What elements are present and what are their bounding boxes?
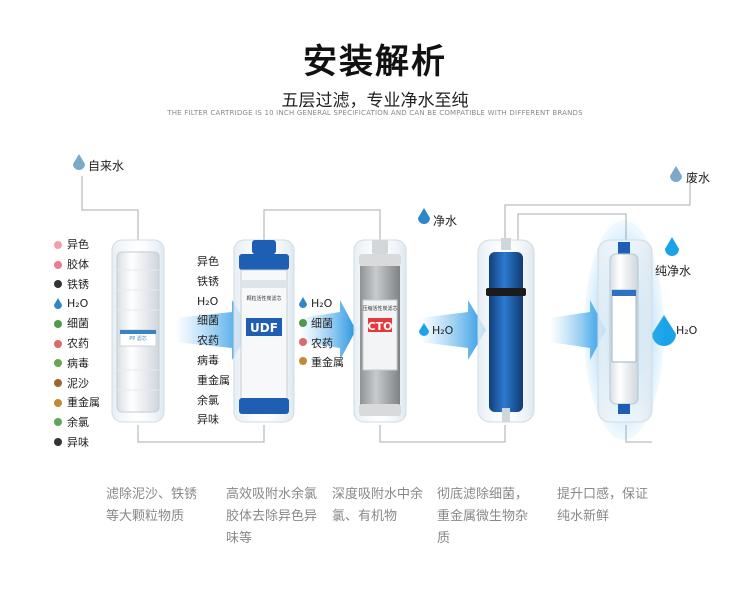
list-item: 细菌 — [311, 316, 333, 330]
description-stage3: 深度吸附水中余氯、有机物 — [332, 487, 424, 524]
list-item: 细菌 — [67, 317, 89, 331]
pipe-3-4 — [379, 425, 506, 443]
contaminant-icons-stage1 — [54, 241, 62, 446]
page-subtitle: 五层过滤，专业净水至纯 — [281, 91, 469, 111]
list-item: 农药 — [67, 336, 89, 350]
t33-filter — [584, 220, 664, 440]
list-item: H₂O — [311, 297, 333, 310]
list-item: 胶体 — [67, 257, 89, 271]
flow-arrow-2 — [300, 300, 356, 360]
udf-small-label: 颗粒活性炭滤芯 — [246, 295, 281, 302]
contaminant-icons-stage3 — [299, 297, 307, 365]
h2o-drop-icon-3 — [419, 323, 429, 336]
flow-arrow-3 — [420, 300, 486, 360]
contaminant-list-stage1: 异色 胶体 铁锈 H₂O 细菌 农药 病毒 泥沙 重金属 余氯 异味 — [67, 235, 100, 453]
list-item: 泥沙 — [67, 376, 89, 390]
pipe-2-3 — [263, 209, 381, 240]
list-item: 病毒 — [67, 356, 89, 370]
list-item: 细菌 — [197, 314, 219, 328]
pp-filter — [111, 239, 165, 423]
list-item: 异味 — [197, 413, 219, 427]
cto-small-label: 压缩活性炭滤芯 — [362, 305, 397, 312]
list-item: 异色 — [197, 255, 219, 268]
list-item: 铁锈 — [197, 274, 219, 288]
udf-label: UDF — [250, 321, 278, 335]
contaminant-list-stage3: H₂O 细菌 农药 重金属 — [311, 294, 344, 373]
pipe-waste — [504, 182, 691, 240]
list-item: 异色 — [67, 238, 89, 251]
h2o-label-outlet: H₂O — [676, 324, 698, 337]
description-stage4: 彻底滤除细菌，重金属微生物杂质 — [437, 487, 529, 546]
pure-water-drop-icon — [665, 237, 679, 256]
list-item: 重金属 — [67, 396, 100, 410]
list-item: 病毒 — [197, 353, 219, 367]
list-item: 农药 — [311, 336, 333, 350]
list-item: 农药 — [197, 334, 219, 348]
cto-label: CTO — [368, 320, 393, 333]
tap-water-label: 自来水 — [88, 159, 125, 173]
pp-small-label: PP 滤芯 — [129, 335, 147, 342]
clean-water-label: 净水 — [433, 214, 458, 228]
list-item: 异味 — [67, 435, 89, 449]
list-item: 重金属 — [311, 356, 344, 370]
page-title: 安装解析 — [303, 42, 447, 82]
waste-water-label: 废水 — [686, 171, 711, 185]
flow-arrow-1 — [175, 300, 250, 360]
pipe-1-2 — [137, 425, 265, 443]
list-item: 余氯 — [197, 393, 219, 407]
h2o-label-stage4: H₂O — [432, 324, 454, 337]
ro-membrane — [477, 238, 535, 423]
description-stage1: 滤除泥沙、铁锈等大颗粒物质 — [106, 487, 198, 524]
page-tagline: THE FILTER CARTRIDGE IS 10 INCH GENERAL … — [167, 109, 583, 117]
cto-filter — [353, 239, 407, 423]
contaminant-list-stage2: 异色 铁锈 H₂O 细菌 农药 病毒 重金属 余氯 异味 — [197, 252, 230, 430]
pure-water-label: 纯净水 — [655, 264, 692, 278]
clean-water-drop-icon — [418, 208, 430, 224]
list-item: H₂O — [197, 294, 219, 308]
tap-water-drop-icon — [73, 154, 85, 170]
pipe-inlet — [81, 176, 139, 240]
udf-filter — [233, 239, 295, 423]
description-stage5: 提升口感，保证纯水新鲜 — [557, 487, 649, 524]
list-item: 铁锈 — [67, 277, 89, 291]
list-item: H₂O — [67, 297, 89, 311]
list-item: 重金属 — [197, 373, 230, 387]
description-stage2: 高效吸附水余氯胶体去除异色异味等 — [226, 487, 318, 546]
list-item: 余氯 — [67, 416, 89, 430]
waste-water-drop-icon — [670, 166, 682, 182]
